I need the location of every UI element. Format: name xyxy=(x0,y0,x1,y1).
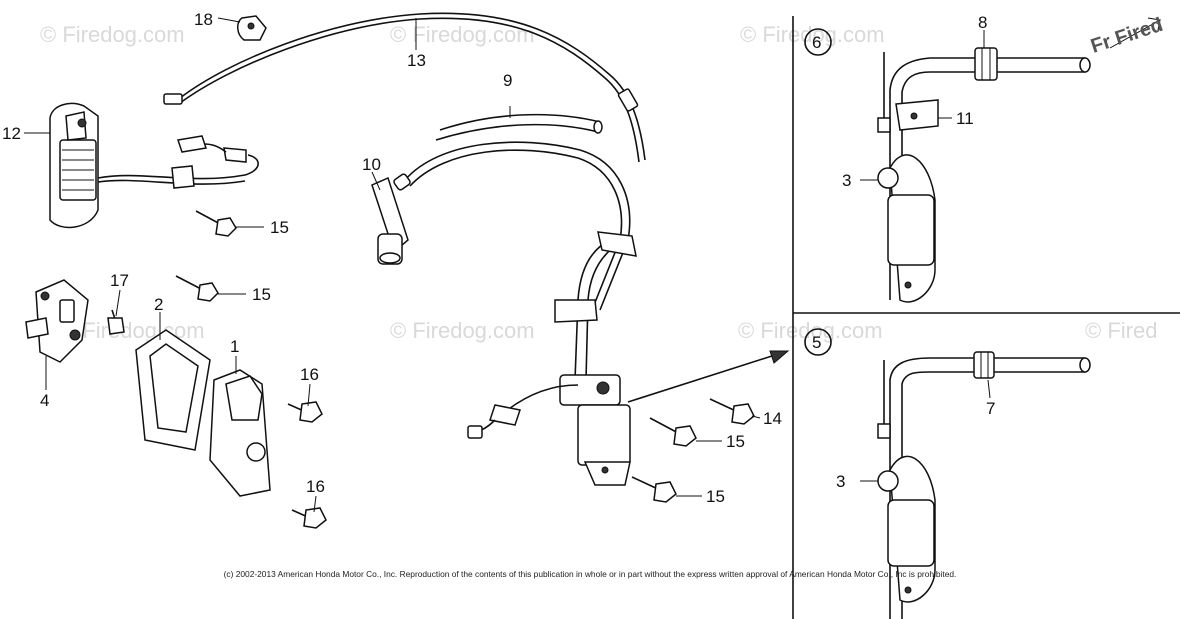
callout-8: 8 xyxy=(978,13,987,32)
ignition-coil xyxy=(467,231,637,486)
callout-16: 16 xyxy=(300,365,319,384)
callout-7: 7 xyxy=(986,399,995,418)
callout-5: 5 xyxy=(812,333,821,352)
bolt xyxy=(287,401,323,423)
watermark: © Firedog.com xyxy=(40,22,185,47)
watermark: Fr Fired xyxy=(1088,14,1166,58)
cover xyxy=(209,369,271,497)
callout-10: 10 xyxy=(362,155,381,174)
bolt xyxy=(175,275,219,302)
inset-variant-6 xyxy=(804,17,1161,303)
callout-15: 15 xyxy=(706,487,725,506)
callout-3: 3 xyxy=(836,472,845,491)
callout-11: 11 xyxy=(956,109,974,128)
callout-1: 1 xyxy=(230,337,239,356)
bolt xyxy=(649,417,697,447)
callout-13: 13 xyxy=(407,51,426,70)
bolt xyxy=(291,507,327,529)
copyright-notice: (c) 2002-2013 American Honda Motor Co., … xyxy=(223,569,957,579)
gasket xyxy=(135,329,211,451)
screw xyxy=(107,309,125,335)
callout-labels: 18 13 9 10 12 15 15 17 2 1 4 16 16 14 15… xyxy=(2,10,995,506)
callout-15: 15 xyxy=(252,285,271,304)
switch-bracket xyxy=(25,279,89,363)
ground-wire xyxy=(163,12,646,163)
spark-plug-cap xyxy=(371,141,631,311)
bolt xyxy=(709,398,755,425)
callout-3: 3 xyxy=(842,171,851,190)
callout-2: 2 xyxy=(154,295,163,314)
watermark: © Firedog.com xyxy=(390,318,535,343)
callout-4: 4 xyxy=(40,391,49,410)
inset-frame xyxy=(792,16,1180,619)
watermark: © Firedog.com xyxy=(740,22,885,47)
callout-9: 9 xyxy=(503,71,512,90)
leader-lines xyxy=(24,17,991,513)
callout-18: 18 xyxy=(194,10,213,29)
bolt-group xyxy=(107,210,755,529)
wire-clip xyxy=(237,15,267,41)
callout-16: 16 xyxy=(306,477,325,496)
inset-variant-5 xyxy=(804,328,1091,619)
callout-6: 6 xyxy=(812,33,821,52)
callout-15: 15 xyxy=(726,432,745,451)
watermark: © Fired xyxy=(1085,318,1157,343)
exciter-coil xyxy=(49,102,259,229)
bolt xyxy=(195,210,237,237)
bolt xyxy=(631,476,677,503)
callout-12: 12 xyxy=(2,124,21,143)
tube xyxy=(435,113,603,141)
watermark: © Firedog.com xyxy=(738,318,883,343)
callout-14: 14 xyxy=(763,409,782,428)
inset-pointer-arrow xyxy=(627,350,790,403)
callout-17: 17 xyxy=(110,271,129,290)
callout-15: 15 xyxy=(270,218,289,237)
